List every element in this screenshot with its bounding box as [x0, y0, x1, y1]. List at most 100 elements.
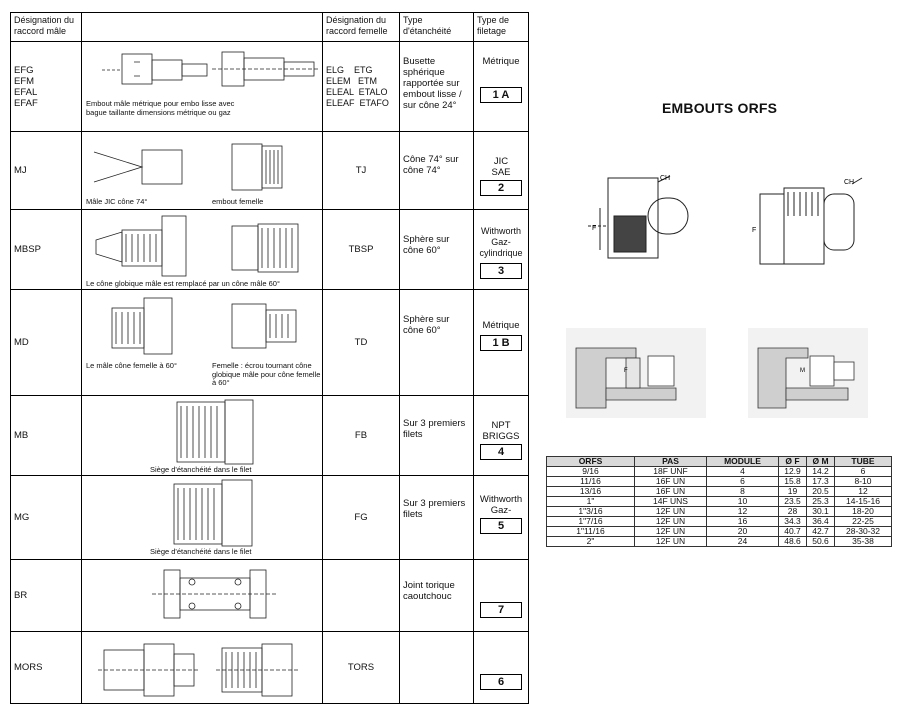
- orfs-table-cell: 22-25: [834, 516, 892, 527]
- orfs-table-cell: 48.6: [778, 536, 807, 547]
- caliper-f-drawing: F: [566, 328, 706, 418]
- f-label: F: [592, 225, 596, 232]
- fitting-drawing-cell: Embout mâle métrique pour embo lisse ave…: [81, 41, 323, 132]
- seal-type: Sur 3 premiers filets: [399, 395, 474, 476]
- orfs-table-cell: 9/16: [546, 466, 635, 477]
- fitting-drawing-mb: [176, 399, 254, 465]
- female-designation: TJ: [322, 131, 400, 210]
- ch-label: CH: [844, 179, 854, 186]
- female-designation: ELG ETG ELEM ETM ELEAL ETALO ELEAF ETAFO: [322, 41, 400, 132]
- fitting-row: MD Le mâle cône femelle à 60° Femelle : …: [10, 289, 529, 396]
- thread-type-cell: Withworth Gaz- 5: [473, 475, 529, 560]
- male-designation: BR: [10, 559, 82, 632]
- orfs-table-cell: 35-38: [834, 536, 892, 547]
- orfs-table-cell: 11/16: [546, 476, 635, 487]
- orfs-table-cell: 18-20: [834, 506, 892, 517]
- male-designation: MB: [10, 395, 82, 476]
- drawing-caption: Le cône globique mâle est remplacé par u…: [86, 279, 280, 288]
- orfs-table-cell: 12F UN: [634, 526, 707, 537]
- thread-type: Métrique: [482, 320, 520, 331]
- thread-code: 6: [480, 674, 522, 690]
- female-designation: TBSP: [322, 209, 400, 290]
- fitting-drawing-cell: Siège d'étanchéité dans le filet: [81, 475, 323, 560]
- drawing-caption: embout femelle: [212, 197, 264, 206]
- seal-type: Sphère sur cône 60°: [399, 289, 474, 396]
- thread-code: 3: [480, 263, 522, 279]
- orfs-table-cell: 6: [834, 466, 892, 477]
- drawing-caption: Femelle : écrou tournant cône globique m…: [212, 361, 321, 387]
- male-designation: MBSP: [10, 209, 82, 290]
- orfs-table-cell: 8-10: [834, 476, 892, 487]
- fitting-drawing-cell: Le cône globique mâle est remplacé par u…: [81, 209, 323, 290]
- fitting-row: MORS TORS 6: [10, 631, 529, 704]
- orfs-table-cell: 24: [706, 536, 779, 547]
- orfs-table-cell: 36.4: [806, 516, 835, 527]
- fitting-row: MG Siège d'étanchéité dans le filet FG S…: [10, 475, 529, 560]
- fitting-row: BR Joint torique caoutchouc 7: [10, 559, 529, 632]
- orfs-table-cell: 23.5: [778, 496, 807, 507]
- male-designation: MD: [10, 289, 82, 396]
- thread-type-cell: JIC SAE 2: [473, 131, 529, 210]
- thread-type-cell: 6: [473, 631, 529, 704]
- seal-type: Sur 3 premiers filets: [399, 475, 474, 560]
- orfs-table-cell: 1"3/16: [546, 506, 635, 517]
- thread-code: 5: [480, 518, 522, 534]
- header-male: Désignation du raccord mâle: [10, 12, 82, 42]
- fitting-row: MJ Mâle JIC cône 74° embout femelle TJ C…: [10, 131, 529, 210]
- orfs-table-cell: 10: [706, 496, 779, 507]
- orfs-table-cell: 17.3: [806, 476, 835, 487]
- fitting-drawing-mbsp: [95, 215, 299, 277]
- orfs-table-cell: 12F UN: [634, 506, 707, 517]
- orfs-header-row: ORFS PAS MODULE Ø F Ø M TUBE: [546, 456, 892, 467]
- f-label: F: [624, 368, 628, 374]
- orfs-table-cell: 28: [778, 506, 807, 517]
- thread-code: 1 B: [480, 335, 522, 351]
- thread-type-cell: Métrique 1 A: [473, 41, 529, 132]
- orfs-table-cell: 2": [546, 536, 635, 547]
- female-designation: FG: [322, 475, 400, 560]
- orfs-table-cell: 19: [778, 486, 807, 497]
- header-thread: Type de filetage: [473, 12, 529, 42]
- caliper-m-drawing: M: [748, 328, 868, 418]
- orfs-table-cell: 16: [706, 516, 779, 527]
- fitting-drawing-cell: Mâle JIC cône 74° embout femelle: [81, 131, 323, 210]
- fitting-drawing-mj: [93, 143, 283, 191]
- fitting-drawing-md: [111, 297, 297, 355]
- female-designation: TD: [322, 289, 400, 396]
- orfs-male-drawing: F CH: [752, 177, 863, 265]
- thread-code: 2: [480, 180, 522, 196]
- fittings-table: Désignation du raccord mâle Désignation …: [10, 12, 529, 704]
- orfs-table-cell: 50.6: [806, 536, 835, 547]
- seal-type: [399, 631, 474, 704]
- male-designation: EFG EFM EFAL EFAF: [10, 41, 82, 132]
- thread-type: Withworth Gaz-: [479, 494, 523, 516]
- thread-type-cell: Withworth Gaz- cylindrique 3: [473, 209, 529, 290]
- thread-type: JIC SAE: [491, 156, 511, 178]
- thread-type: NPT BRIGGS: [482, 420, 520, 442]
- orfs-table-cell: 14F UNS: [634, 496, 707, 507]
- thread-code: 1 A: [480, 87, 522, 103]
- header-seal: Type d'étanchéité: [399, 12, 474, 42]
- drawing-caption: Mâle JIC cône 74°: [86, 197, 148, 206]
- f-label: F: [752, 227, 756, 234]
- orfs-table-cell: 12.9: [778, 466, 807, 477]
- orfs-table-cell: 30.1: [806, 506, 835, 517]
- fitting-drawing-mg: [173, 479, 253, 547]
- thread-code: 7: [480, 602, 522, 618]
- orfs-col-header: ORFS: [546, 456, 635, 467]
- ch-label: CH: [660, 175, 670, 182]
- header-female: Désignation du raccord femelle: [322, 12, 400, 42]
- seal-type: Sphère sur cône 60°: [399, 209, 474, 290]
- orfs-table-cell: 15.8: [778, 476, 807, 487]
- seal-type: Joint torique caoutchouc: [399, 559, 474, 632]
- fitting-drawing-cell: Le mâle cône femelle à 60° Femelle : écr…: [81, 289, 323, 396]
- orfs-table-cell: 1"7/16: [546, 516, 635, 527]
- orfs-table-cell: 12: [834, 486, 892, 497]
- orfs-table-cell: 1": [546, 496, 635, 507]
- fitting-row: EFG EFM EFAL EFAF Embout mâle métrique p…: [10, 41, 529, 132]
